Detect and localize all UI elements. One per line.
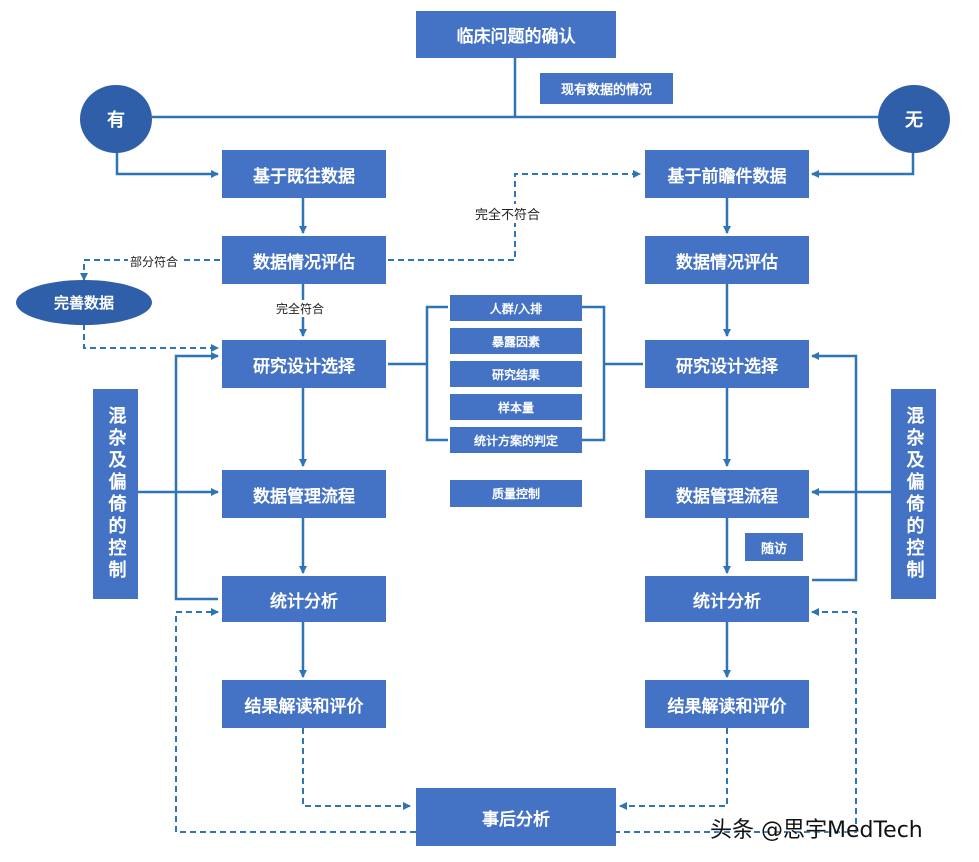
existing-data-box: 现有数据的情况 <box>540 73 673 104</box>
quality-control-box: 质量控制 <box>450 480 582 507</box>
complete-data-ellipse: 完善数据 <box>16 280 152 325</box>
item-exposure: 暴露因素 <box>450 328 582 354</box>
complete-data-dashed-arrow <box>83 324 219 352</box>
posthoc-box: 事后分析 <box>416 788 616 846</box>
left-posthoc-loop <box>175 608 416 833</box>
right-assess-box: 数据情况评估 <box>645 236 809 284</box>
no-circle: 无 <box>878 85 950 153</box>
right-manage-box: 数据管理流程 <box>645 470 809 518</box>
right-posthoc-loop <box>614 608 857 833</box>
clinical-question-box: 临床问题的确认 <box>416 11 616 58</box>
full-match-label: 完全符合 <box>274 300 327 317</box>
retro-data-box: 基于既往数据 <box>222 150 386 198</box>
item-outcome: 研究结果 <box>450 361 582 387</box>
middle-left-bracket <box>425 305 448 442</box>
right-interpret-to-posthoc <box>619 728 728 810</box>
no-to-prosp-arrow <box>811 150 915 178</box>
prosp-data-box: 基于前瞻件数据 <box>645 150 809 198</box>
left-manage-box: 数据管理流程 <box>222 470 386 518</box>
left-stats-box: 统计分析 <box>222 576 386 622</box>
right-design-box: 研究设计选择 <box>645 340 809 388</box>
middle-right-bracket <box>582 305 606 442</box>
left-conf-loop <box>174 352 219 601</box>
watermark-text: 头条 @思宇MedTech <box>710 818 923 843</box>
yes-to-retro-arrow <box>115 150 219 178</box>
item-population: 人群/入排 <box>450 295 582 321</box>
partial-match-label: 部分符合 <box>128 253 181 270</box>
right-confounding-box: 混杂及偏倚的控制 <box>891 389 936 599</box>
left-design-box: 研究设计选择 <box>222 340 386 388</box>
item-stats-plan: 统计方案的判定 <box>450 427 582 453</box>
yes-circle: 有 <box>80 85 152 153</box>
left-interpret-to-posthoc <box>302 728 411 810</box>
left-confounding-box: 混杂及偏倚的控制 <box>93 389 138 599</box>
no-match-label: 完全不符合 <box>473 204 543 223</box>
right-stats-box: 统计分析 <box>645 576 809 622</box>
followup-box: 随访 <box>745 533 803 561</box>
right-conf-loop <box>811 352 858 582</box>
item-sample-size: 样本量 <box>450 394 582 420</box>
left-interpret-box: 结果解读和评价 <box>222 680 386 728</box>
right-interpret-box: 结果解读和评价 <box>645 680 809 728</box>
left-assess-box: 数据情况评估 <box>222 236 386 284</box>
